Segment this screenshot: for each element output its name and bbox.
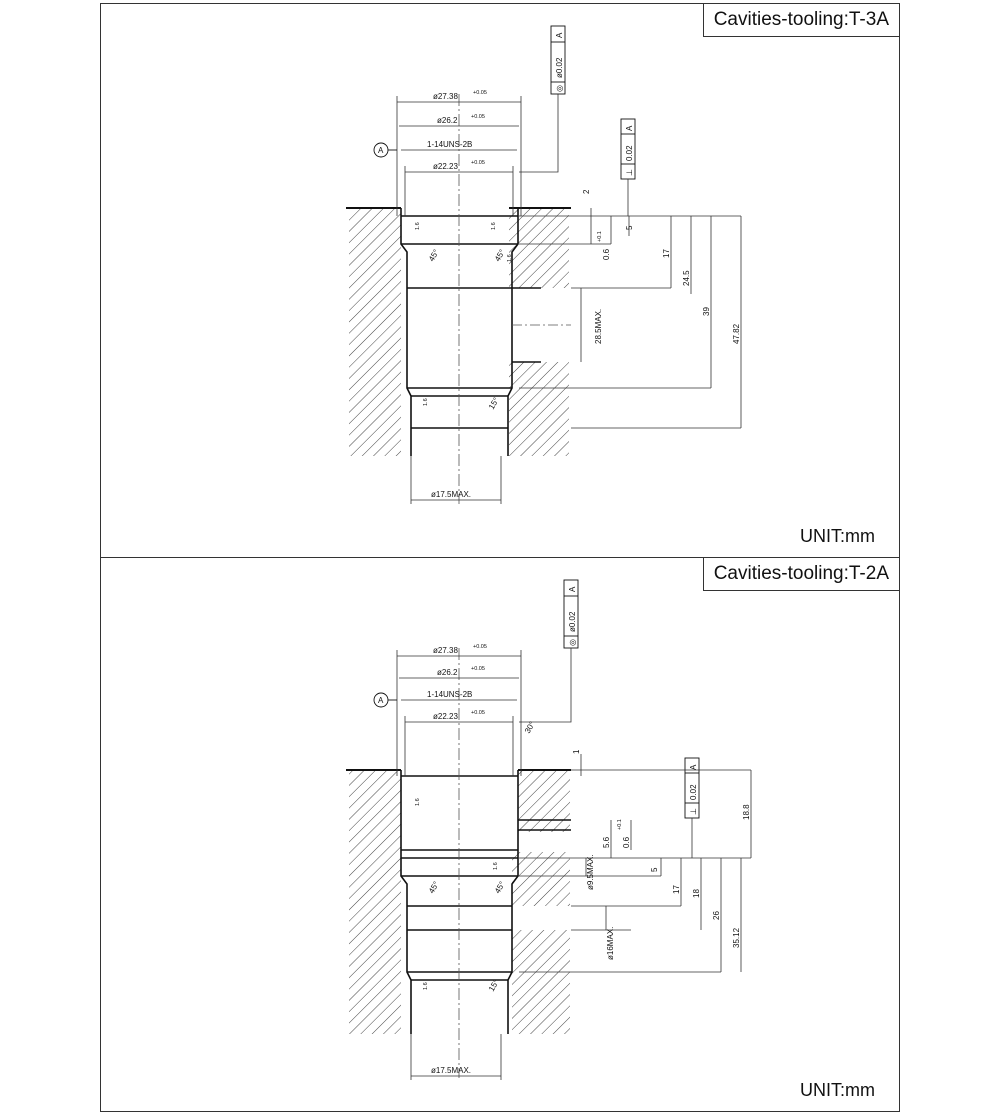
svg-text:A: A	[568, 586, 577, 592]
cavity-outline	[400, 770, 571, 1034]
dim-28-5-max: 28.5MAX.	[594, 309, 603, 344]
dim-26: 26	[712, 911, 721, 920]
svg-text:0.02: 0.02	[689, 784, 698, 800]
roughness-label: 1.6	[423, 398, 429, 406]
svg-text:A: A	[555, 32, 564, 38]
svg-text:◎: ◎	[555, 85, 564, 92]
hatch-left	[349, 208, 401, 456]
unit-label: UNIT:mm	[800, 526, 875, 546]
dia-26-2: ø26.2	[437, 116, 458, 125]
dim-5: 5	[625, 225, 634, 230]
bottom-diameter: ø17.5MAX.	[431, 1066, 471, 1075]
roughness-label: 1.6	[423, 982, 429, 990]
drawing-panel-t2a: Cavities-tooling:T-2A UNIT:mm	[100, 557, 900, 1112]
thread-spec: 1-14UNS-2B	[427, 140, 472, 149]
perpendicularity-frame: A 0.02 ⊥	[620, 118, 636, 216]
datum-a: A	[378, 696, 384, 705]
dia-26-2: ø26.2	[437, 668, 458, 677]
svg-text:⊥: ⊥	[625, 169, 634, 176]
roughness-label: 1.6	[507, 254, 513, 262]
dim-9-5-max: ø9.5MAX.	[586, 854, 595, 890]
dim-0-6: 0.6	[602, 248, 611, 260]
dim-5: 5	[650, 867, 659, 872]
dia-22-23: ø22.23	[433, 712, 458, 721]
drawing-title: Cavities-tooling:T-2A	[702, 558, 899, 591]
dim-35-12: 35.12	[732, 927, 741, 948]
svg-text:+0.05: +0.05	[471, 114, 485, 120]
svg-text:+0.1: +0.1	[617, 819, 623, 830]
angle-label: 45°	[427, 248, 441, 263]
perpendicularity-frame: A 0.02 ⊥	[684, 757, 700, 858]
dim-39: 39	[702, 307, 711, 316]
dim-17: 17	[662, 249, 671, 258]
svg-text:◎: ◎	[568, 639, 577, 646]
drawing-panel-t3a: Cavities-tooling:T-3A UNIT:mm	[100, 3, 900, 558]
dia-27-38: ø27.38	[433, 646, 458, 655]
dim-1: 1	[572, 749, 581, 754]
svg-text:+0.05: +0.05	[473, 90, 487, 96]
dim-0-6: 0.6	[622, 836, 631, 848]
svg-text:ø0.02: ø0.02	[555, 57, 564, 78]
svg-text:+0.1: +0.1	[597, 231, 603, 242]
svg-text:ø0.02: ø0.02	[568, 611, 577, 632]
svg-text:+0.05: +0.05	[471, 666, 485, 672]
angle-label: 15°	[487, 396, 501, 411]
dim-5-6: 5.6	[602, 836, 611, 848]
cavity-drawing-t3a: ø27.38 +0.05 ø26.2 +0.05 1-14UNS-2B ø22.…	[346, 25, 742, 504]
angle-label: 45°	[493, 880, 507, 895]
svg-text:+0.05: +0.05	[473, 644, 487, 650]
cavity-outline	[400, 208, 541, 456]
angle-label: 45°	[493, 248, 507, 263]
concentricity-frame: A ø0.02 ◎	[519, 579, 579, 723]
angle-label: 45°	[427, 880, 441, 895]
roughness-label: 1.6	[415, 222, 421, 230]
cavity-drawing-t2a: ø27.38 +0.05 ø26.2 +0.05 1-14UNS-2B ø22.…	[346, 579, 752, 1080]
hatch-right-lower	[512, 930, 570, 1034]
svg-text:+0.05: +0.05	[471, 710, 485, 716]
svg-text:A: A	[689, 764, 698, 770]
datum-a: A	[378, 146, 384, 155]
hatch-left	[349, 770, 401, 1034]
hatch-right-upper	[509, 208, 569, 288]
drawing-title: Cavities-tooling:T-3A	[702, 4, 899, 37]
dim-47-82: 47.82	[732, 323, 741, 344]
roughness-label: 1.6	[415, 798, 421, 806]
dim-16-max: ø16MAX.	[606, 927, 615, 960]
svg-text:A: A	[625, 125, 634, 131]
concentricity-frame: A ø0.02 ◎	[519, 25, 566, 173]
dia-27-38: ø27.38	[433, 92, 458, 101]
dim-17: 17	[672, 885, 681, 894]
dim-18-8: 18.8	[742, 804, 751, 820]
bottom-diameter: ø17.5MAX.	[431, 490, 471, 499]
dia-22-23: ø22.23	[433, 162, 458, 171]
svg-text:⊥: ⊥	[689, 808, 698, 815]
dim-24-5: 24.5	[682, 270, 691, 286]
unit-label: UNIT:mm	[800, 1080, 875, 1100]
dim-2: 2	[582, 189, 591, 194]
roughness-label: 1.6	[491, 222, 497, 230]
svg-text:+0.05: +0.05	[471, 160, 485, 166]
roughness-label: 1.6	[493, 862, 499, 870]
thread-spec: 1-14UNS-2B	[427, 690, 472, 699]
hatch-right-mid	[512, 852, 570, 906]
svg-text:0.02: 0.02	[625, 145, 634, 161]
hatch-right-lower	[509, 362, 569, 456]
hatch-right-upper	[518, 770, 570, 832]
dim-18: 18	[692, 889, 701, 898]
